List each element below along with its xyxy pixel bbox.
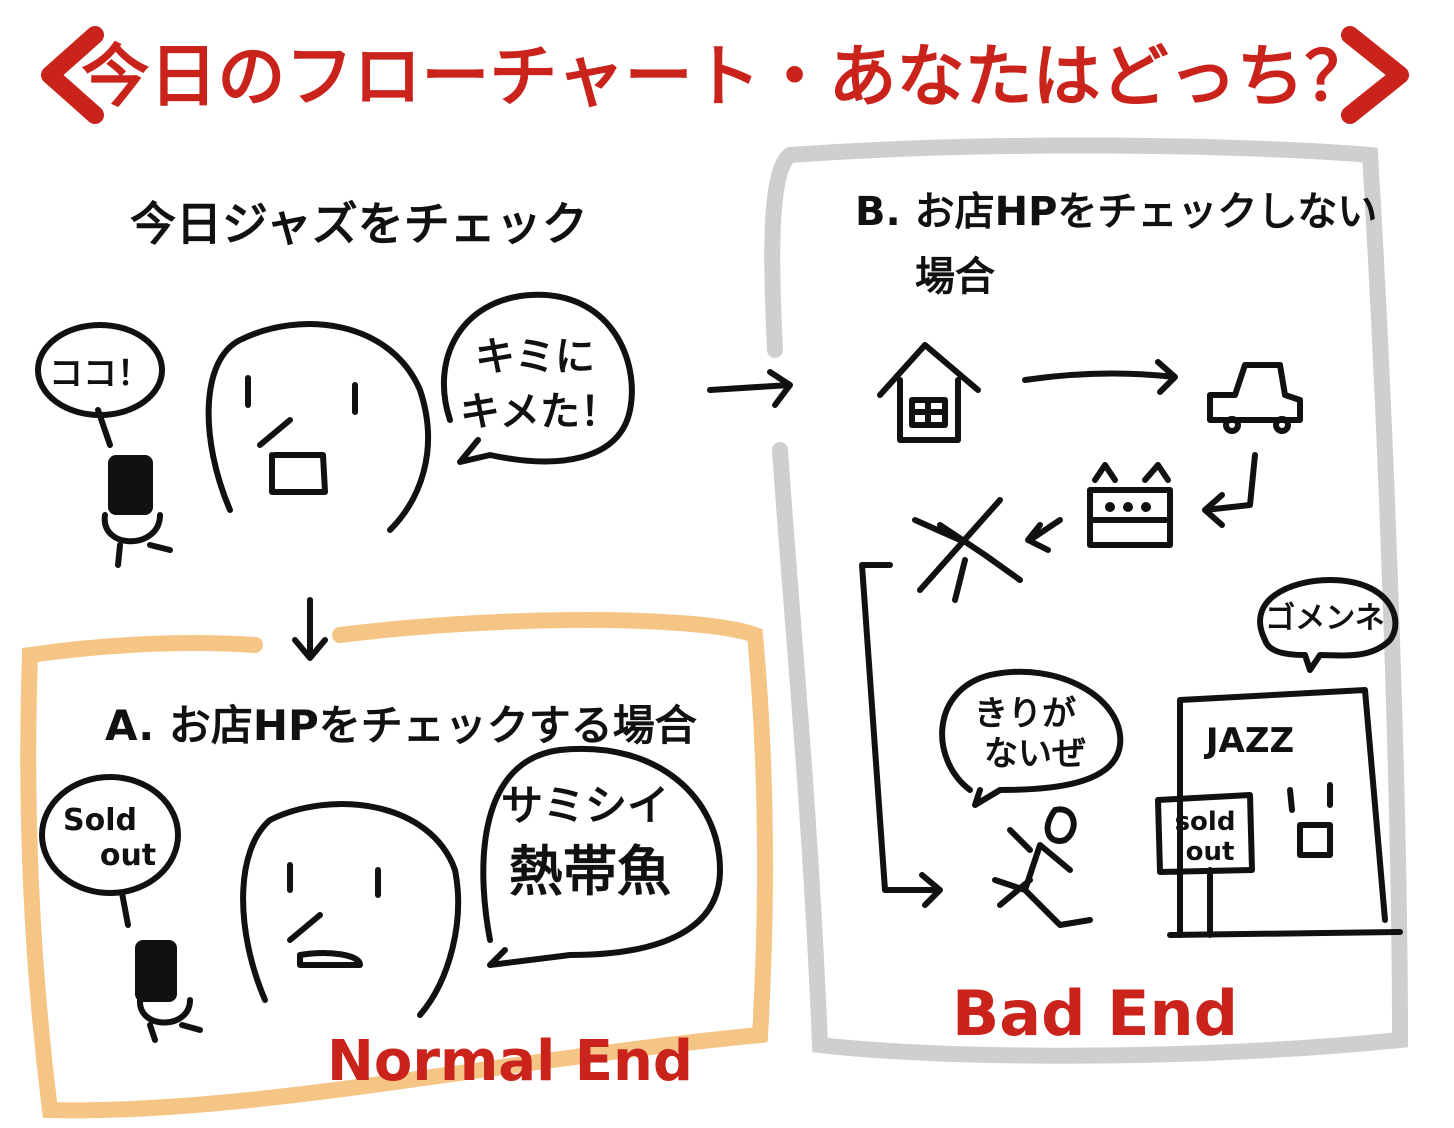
branch-a-bubble-line1: サミシイ (501, 781, 669, 830)
arrow-left-icon (1025, 517, 1063, 553)
sad-face-icon (240, 801, 462, 1018)
arrow-down-icon[interactable] (292, 597, 328, 661)
club-sign-line2: out (1186, 837, 1235, 867)
arrow-down-left-icon (1202, 452, 1258, 528)
branch-a-sign-line2: out (100, 838, 156, 873)
branch-b-frame (764, 137, 1409, 1064)
right-bracket (1341, 26, 1409, 124)
page-title: 今日のフローチャート・あなたはどっち？ (81, 38, 1372, 117)
branch-b-heading-line2: 場合 (915, 254, 995, 300)
airplane-icon (912, 497, 1023, 603)
normal-end-label: Normal End (327, 1029, 693, 1094)
branch-b-heading-line1: B. お店HPをチェックしない (855, 189, 1377, 235)
phone-icon (135, 940, 177, 1002)
arrow-return-icon (859, 562, 943, 908)
person-icon (101, 512, 173, 568)
branch-a-heading: A. お店HPをチェックする場合 (105, 701, 697, 750)
person-icon (137, 997, 203, 1043)
speech-bubble (440, 291, 635, 465)
pointer-line (119, 890, 131, 928)
train-icon (1087, 462, 1173, 548)
phone-icon (108, 455, 153, 515)
wheel-icon (1273, 416, 1291, 434)
club-face-icon (1287, 782, 1333, 858)
start-sign-text: ココ！ (49, 354, 151, 394)
speech-bubble (39, 774, 181, 896)
branch-a-bubble-line2: 熱帯魚 (509, 840, 671, 903)
sad-face-features-icon (287, 862, 381, 968)
pointer-line (95, 407, 113, 448)
running-person-icon (992, 806, 1093, 928)
start-bubble-line2: キメた！ (460, 389, 620, 435)
start-bubble-line1: キミに (475, 334, 595, 380)
club-sign-line1: sold (1175, 807, 1236, 837)
face-features-icon (245, 375, 358, 495)
start-heading: 今日ジャズをチェック (130, 197, 588, 251)
face-icon (205, 321, 431, 533)
speech-bubble (480, 745, 723, 968)
runner-bubble-line1: きりが (974, 694, 1076, 734)
speech-bubble (1257, 577, 1399, 673)
left-bracket (41, 26, 104, 124)
sold-out-board (1155, 792, 1255, 938)
club-bubble-text: ゴメンネ (1265, 601, 1384, 636)
house-icon (877, 342, 981, 443)
branch-a-frame (20, 612, 773, 1119)
branch-a-sign-line1: Sold (63, 803, 137, 838)
wheel-icon (1223, 416, 1241, 434)
car-icon (1207, 362, 1303, 423)
club-sign: JAZZ (1204, 721, 1294, 761)
arrow-right-icon (1022, 359, 1178, 395)
runner-bubble-line2: ないぜ (984, 734, 1086, 774)
bad-end-label: Bad End (952, 977, 1238, 1050)
arrow-right-icon[interactable] (707, 369, 793, 408)
speech-bubble (939, 668, 1124, 808)
